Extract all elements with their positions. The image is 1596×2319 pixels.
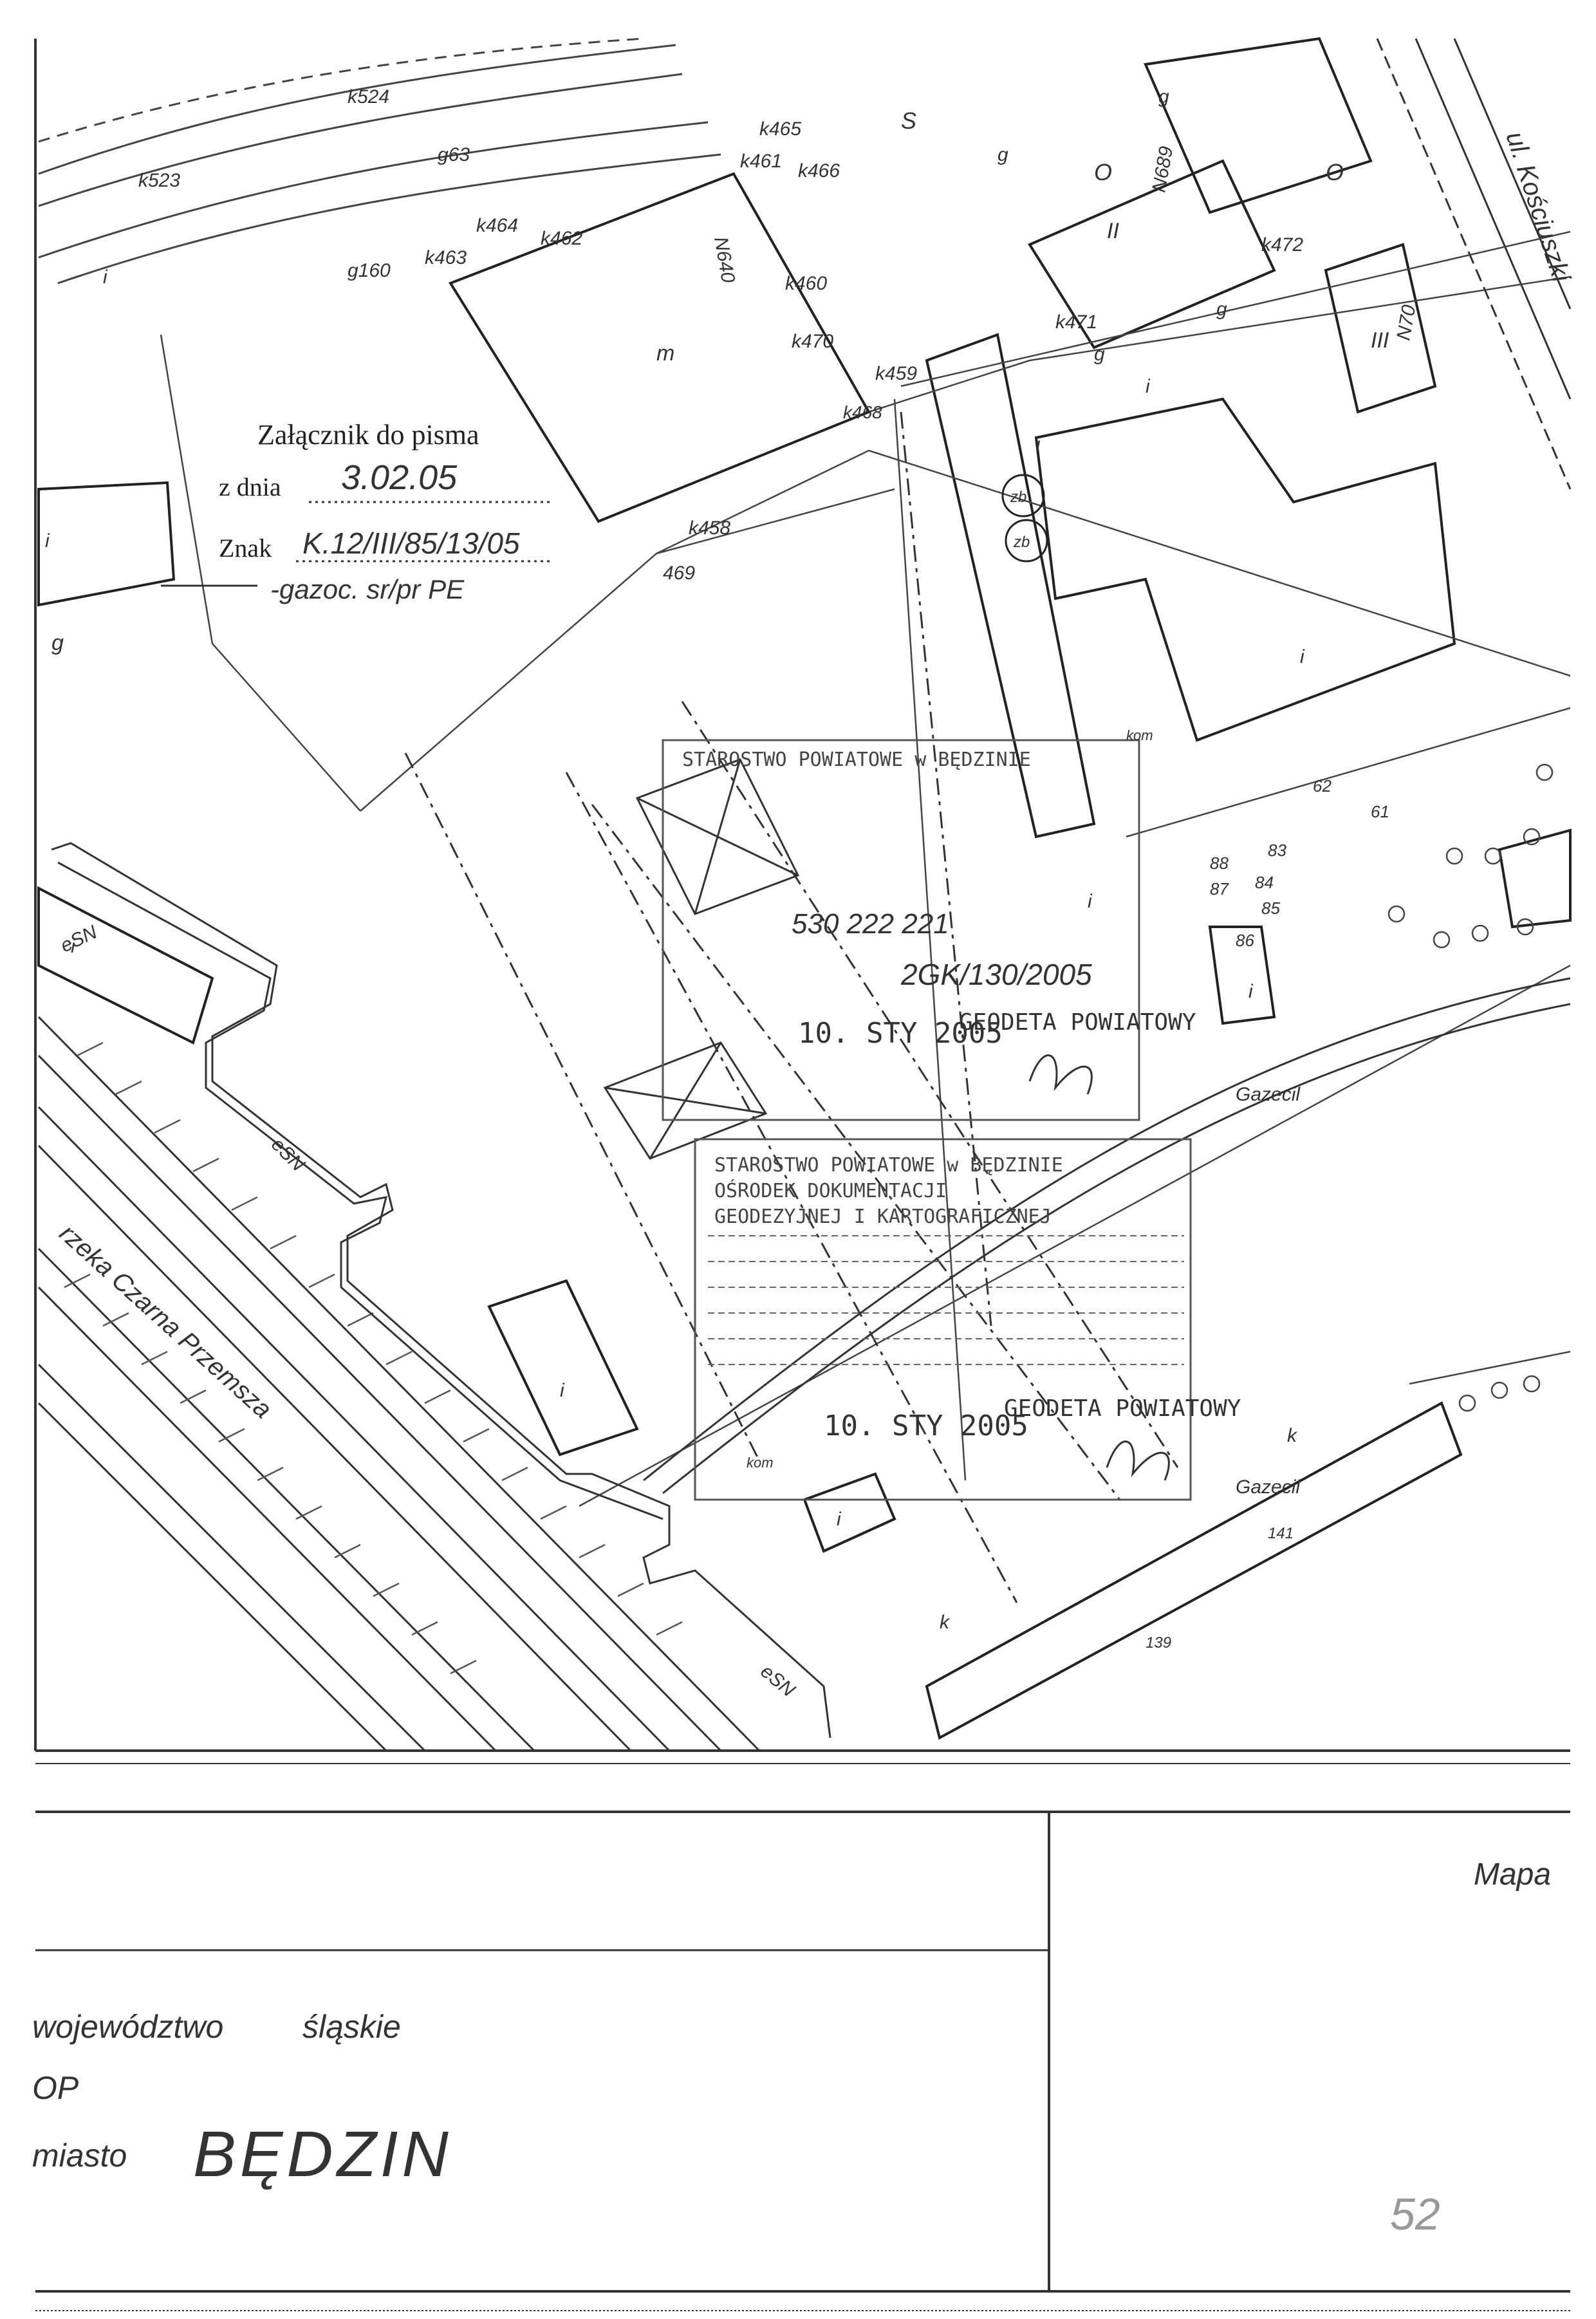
svg-text:k459: k459 (875, 363, 917, 384)
svg-text:STAROSTWO POWIATOWE w BĘDZINIE: STAROSTWO POWIATOWE w BĘDZINIE (714, 1154, 1063, 1177)
street-kosciuszki (1376, 38, 1572, 490)
svg-text:O: O (1094, 159, 1112, 185)
svg-text:k463: k463 (425, 247, 467, 268)
svg-text:k470: k470 (792, 331, 833, 352)
point-labels: k523 k524 k465 k461 k466 k464 k462 k463 … (138, 86, 1303, 584)
svg-text:k523: k523 (138, 170, 180, 191)
title-block-lines (35, 1763, 1570, 2311)
attachment-sign-value: K.12/III/85/13/05 (302, 526, 520, 560)
svg-text:i: i (837, 1509, 842, 1530)
svg-text:141: 141 (1268, 1525, 1294, 1542)
title-voivodeship-label: województwo (32, 2009, 224, 2045)
planned-rects (603, 758, 800, 1160)
svg-text:530 222 221: 530 222 221 (792, 908, 949, 940)
curved-road (643, 977, 1571, 1495)
svg-text:g160: g160 (348, 260, 391, 281)
svg-text:i: i (1036, 434, 1041, 455)
svg-text:62: 62 (1313, 776, 1332, 796)
svg-text:86: 86 (1236, 931, 1254, 950)
svg-text:kom: kom (747, 1455, 774, 1471)
svg-text:II: II (1107, 219, 1119, 243)
title-city-value: BĘDZIN (193, 2118, 452, 2190)
svg-text:g: g (998, 144, 1008, 165)
svg-text:g: g (1158, 86, 1169, 107)
svg-text:10. STY 2005: 10. STY 2005 (824, 1410, 1028, 1442)
svg-text:87: 87 (1210, 879, 1229, 899)
title-map-word: Mapa (1474, 1858, 1552, 1892)
title-city-label: miasto (32, 2137, 127, 2174)
svg-text:g: g (51, 631, 64, 655)
svg-text:i: i (1146, 376, 1151, 397)
svg-text:GEODETA POWIATOWY: GEODETA POWIATOWY (959, 1009, 1196, 1036)
svg-text:STAROSTWO POWIATOWE w BĘDZINIE: STAROSTWO POWIATOWE w BĘDZINIE (682, 749, 1031, 771)
svg-text:Gazecil: Gazecil (1236, 1476, 1301, 1498)
stamp-starostwo-2: STAROSTWO POWIATOWE w BĘDZINIE OŚRODEK D… (694, 1138, 1241, 1501)
svg-text:k468: k468 (843, 402, 882, 422)
svg-text:k524: k524 (348, 86, 389, 107)
svg-text:g: g (1216, 299, 1227, 320)
svg-text:k458: k458 (689, 517, 730, 539)
svg-text:k466: k466 (798, 160, 840, 182)
svg-text:k464: k464 (476, 215, 518, 236)
svg-text:zb: zb (1010, 489, 1026, 506)
road-lines (38, 37, 721, 284)
svg-text:g63: g63 (438, 144, 470, 165)
svg-text:88: 88 (1210, 853, 1229, 873)
svg-text:k471: k471 (1055, 312, 1097, 333)
map-frame (34, 39, 1570, 1752)
svg-text:Gazecil: Gazecil (1236, 1084, 1301, 1105)
svg-text:85: 85 (1261, 899, 1280, 918)
title-voivodeship-value: śląskie (302, 2009, 401, 2045)
attachment-note: -gazoc. sr/pr PE (270, 574, 465, 604)
svg-text:139: 139 (1146, 1634, 1171, 1652)
svg-text:zb: zb (1013, 534, 1030, 551)
svg-text:61: 61 (1371, 802, 1389, 821)
svg-text:k465: k465 (759, 118, 801, 140)
storage-tanks (1001, 474, 1048, 563)
svg-text:i: i (560, 1380, 565, 1401)
svg-text:k461: k461 (740, 151, 782, 172)
svg-text:83: 83 (1268, 841, 1286, 860)
stamp-starostwo-1: STAROSTWO POWIATOWE w BĘDZINIE 530 222 2… (662, 739, 1196, 1121)
svg-text:GEODETA POWIATOWY: GEODETA POWIATOWY (1004, 1395, 1241, 1422)
svg-text:OŚRODEK DOKUMENTACJI: OŚRODEK DOKUMENTACJI (714, 1178, 947, 1202)
svg-text:k472: k472 (1261, 234, 1303, 256)
svg-text:k: k (940, 1612, 951, 1633)
attachment-date-label: z dnia (219, 472, 281, 501)
sheet-number: 52 (1390, 2189, 1440, 2239)
gas-lines (404, 411, 1179, 1603)
parcel-lines (160, 230, 1571, 1507)
attachment-sign-label: Znak (219, 534, 272, 563)
attachment-date-value: 3.02.05 (341, 458, 458, 497)
svg-text:m: m (656, 341, 674, 366)
svg-text:i: i (103, 266, 108, 288)
svg-text:469: 469 (663, 563, 695, 584)
title-op: OP (32, 2070, 79, 2106)
railway-band (37, 1016, 761, 1752)
svg-text:2GK/130/2005: 2GK/130/2005 (900, 958, 1092, 991)
svg-text:84: 84 (1255, 873, 1274, 892)
svg-text:i: i (1088, 891, 1093, 912)
svg-text:10. STY 2005: 10. STY 2005 (798, 1017, 1003, 1050)
svg-text:GEODEZYJNEJ I KARTOGRAFICZNEJ: GEODEZYJNEJ I KARTOGRAFICZNEJ (714, 1206, 1052, 1228)
code-labels: N640 N689 N70 eSN eSN eSN 62 61 83 84 85… (57, 145, 1420, 1702)
rail-ties (64, 1041, 683, 1675)
svg-text:k: k (1287, 1425, 1298, 1446)
svg-text:k462: k462 (541, 228, 582, 249)
svg-text:O: O (1326, 159, 1344, 185)
svg-text:k460: k460 (785, 273, 827, 294)
area-letters: S O O g g g g g II III m i i i i i i i i… (45, 86, 1389, 1633)
tree-symbols (1387, 763, 1554, 1412)
attachment-title: Załącznik do pisma (257, 419, 479, 451)
svg-text:i: i (1300, 646, 1305, 667)
esn-cable (51, 842, 831, 1738)
svg-text:S: S (901, 107, 916, 134)
svg-text:i: i (1248, 981, 1254, 1002)
svg-text:kom: kom (1126, 727, 1153, 743)
svg-text:III: III (1371, 328, 1389, 353)
svg-text:i: i (71, 936, 76, 957)
svg-text:g: g (1094, 344, 1105, 365)
svg-text:i: i (45, 530, 50, 552)
